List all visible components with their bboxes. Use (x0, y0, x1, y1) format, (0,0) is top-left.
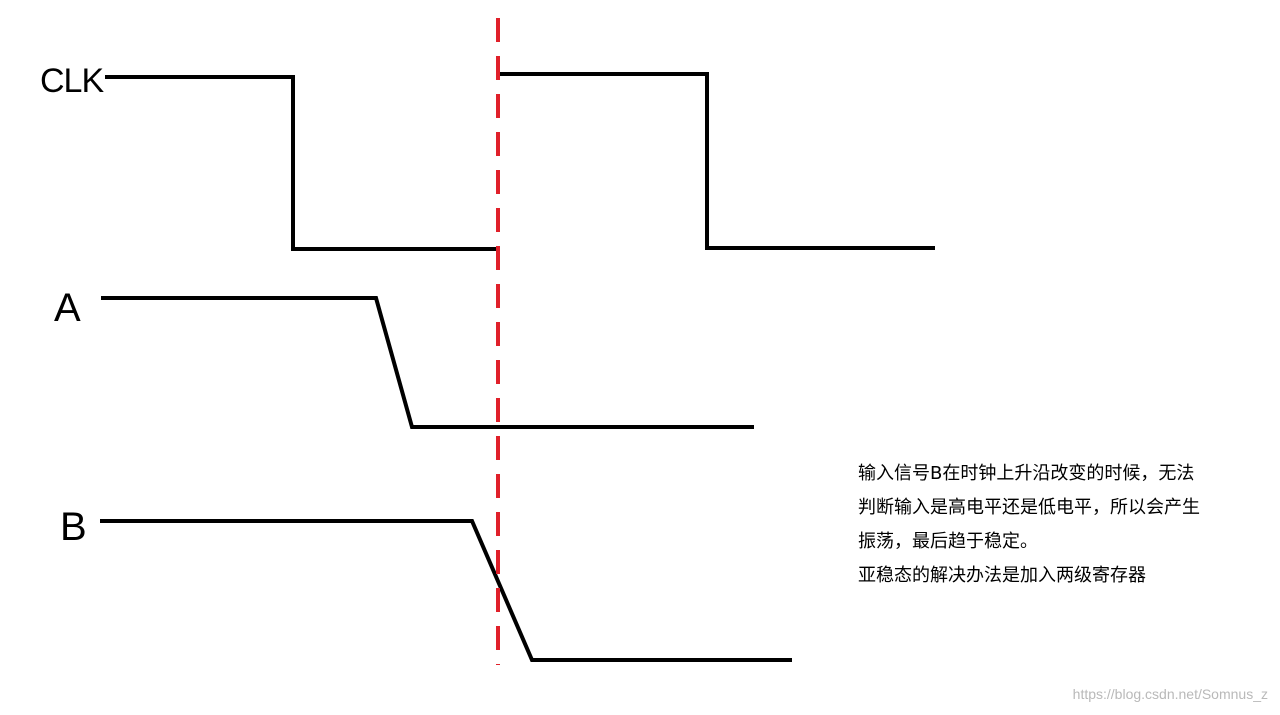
note-line: 判断输入是高电平还是低电平，所以会产生 (858, 497, 1200, 518)
a-signal-label: A (54, 286, 81, 330)
b-signal-label: B (60, 505, 87, 549)
b-waveform (100, 519, 792, 662)
note-line: 亚稳态的解决办法是加入两级寄存器 (858, 565, 1146, 586)
note-line: 振荡，最后趋于稳定。 (858, 531, 1038, 552)
watermark-url: https://blog.csdn.net/Somnus_z (1072, 686, 1268, 702)
a-waveform (101, 296, 754, 429)
clk-waveform-second-segment (498, 72, 935, 250)
clk-waveform-first-segment (105, 75, 498, 251)
note-line: 输入信号B在时钟上升沿改变的时候，无法 (858, 463, 1195, 484)
metastability-note: 输入信号B在时钟上升沿改变的时候，无法 判断输入是高电平还是低电平，所以会产生 … (858, 457, 1258, 593)
clk-signal-label: CLK (40, 62, 104, 100)
